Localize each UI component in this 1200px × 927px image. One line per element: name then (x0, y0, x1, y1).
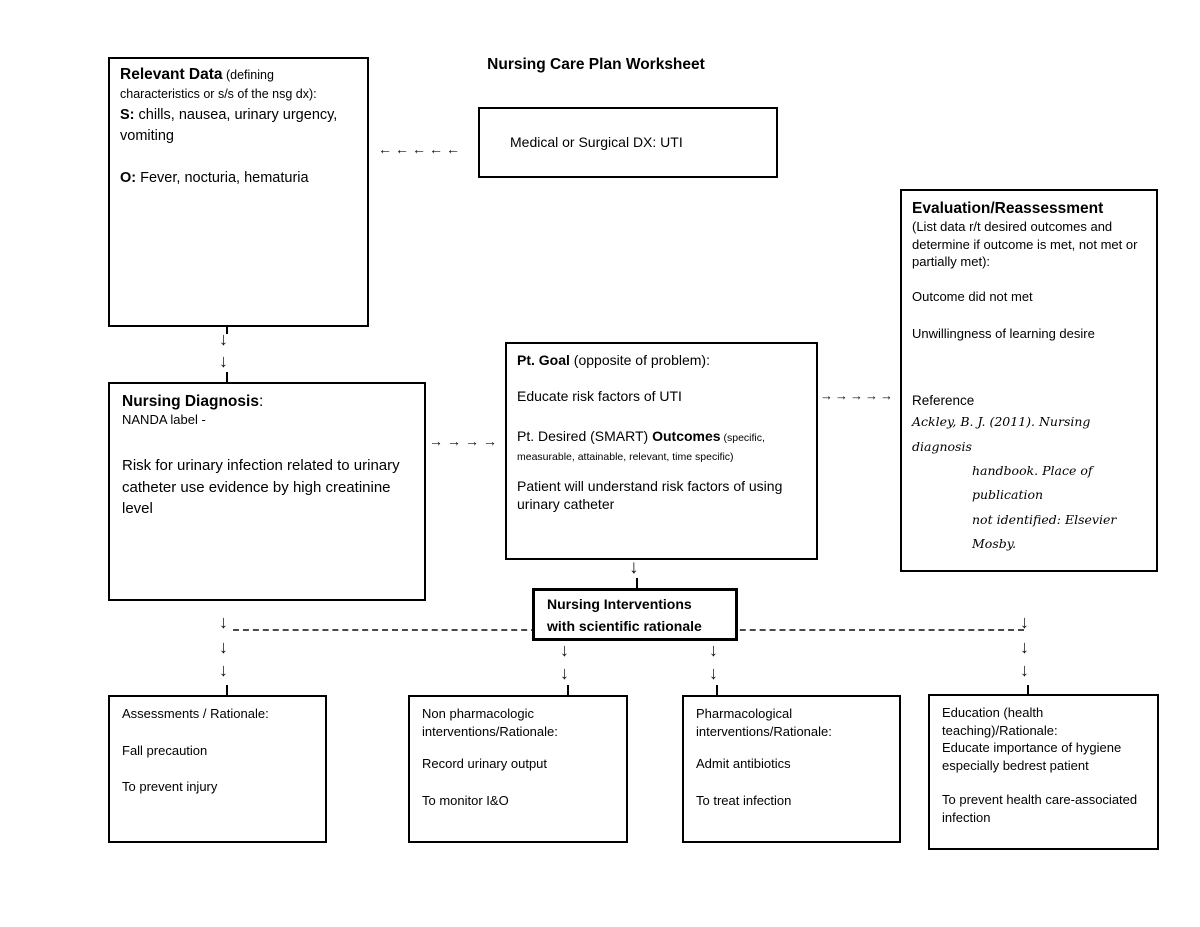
pt-outcomes-label: Outcomes (652, 428, 721, 445)
connector-tick (567, 685, 569, 695)
assessments-box: Assessments / Rationale: Fall precaution… (108, 695, 327, 843)
evaluation-heading: Evaluation/Reassessment (912, 200, 1104, 217)
assessments-heading: Assessments / Rationale: (122, 706, 269, 721)
down-arrow-icon: ↓ (219, 612, 228, 632)
relevant-data-heading: Relevant Data (defining characteristics … (120, 65, 357, 104)
evaluation-box: Evaluation/Reassessment (List data r/t d… (900, 189, 1158, 572)
down-arrow-icon: ↓ (219, 329, 228, 349)
relevant-data-objective: O: Fever, nocturia, hematuria (120, 168, 357, 189)
down-arrow-icon: ↓ (560, 663, 569, 683)
connector-tick (716, 685, 718, 695)
nursing-diagnosis-body: Risk for urinary infection related to ur… (122, 456, 400, 518)
relevant-data-subjective: S: chills, nausea, urinary urgency, vomi… (120, 105, 357, 147)
pt-goal-heading-note: (opposite of problem): (569, 352, 710, 368)
down-arrow-icon: ↓ (219, 637, 228, 657)
non-pharmacologic-box: Non pharmacologic interventions/Rational… (408, 695, 628, 843)
down-arrow-icon: ↓ (1020, 660, 1029, 680)
education-item-2: To prevent health care-associated infect… (942, 792, 1138, 825)
pharmacological-item-1: Admit antibiotics (696, 756, 791, 772)
down-arrow-icon: ↓ (709, 663, 718, 683)
education-box: Education (health teaching)/Rationale: E… (928, 694, 1159, 850)
reference-line-3: not identified: Elsevier Mosby. (972, 511, 1117, 552)
pt-goal-line: Educate risk factors of UTI (517, 388, 682, 405)
pharmacological-box: Pharmacological interventions/Rationale:… (682, 695, 901, 843)
page-title: Nursing Care Plan Worksheet (487, 56, 705, 73)
connector-tick (226, 327, 228, 334)
evaluation-unwilling-line: Unwillingness of learning desire (912, 325, 1095, 341)
pt-goal-heading-text: Pt. Goal (517, 352, 570, 368)
education-item-1: Educate importance of hygiene especially… (942, 740, 1122, 773)
pharmacological-heading: Pharmacological interventions/Rationale: (696, 706, 832, 739)
down-arrow-icon: ↓ (219, 351, 228, 371)
assessments-item-1: Fall precaution (122, 742, 208, 758)
medical-dx-box: Medical or Surgical DX: UTI (478, 107, 778, 178)
pt-outcomes-note: (specific, measurable, attainable, relev… (517, 432, 765, 464)
connector-tick (636, 578, 638, 588)
down-arrow-icon: ↓ (560, 640, 569, 660)
pt-outcome-statement: Patient will understand risk factors of … (517, 477, 783, 512)
nursing-diagnosis-heading: Nursing Diagnosis: (122, 392, 412, 411)
assessments-item-2: To prevent injury (122, 779, 218, 795)
pt-outcomes-line: Pt. Desired (SMART) Outcomes (specific, … (517, 427, 806, 464)
education-heading: Education (health teaching)/Rationale: (942, 705, 1058, 738)
nanda-label: NANDA label - (122, 412, 206, 428)
nursing-diagnosis-heading-text: Nursing Diagnosis (122, 393, 259, 410)
pt-goal-heading: Pt. Goal (opposite of problem): (517, 351, 806, 369)
down-arrow-icon: ↓ (629, 557, 639, 578)
relevant-data-box: Relevant Data (defining characteristics … (108, 57, 369, 327)
reference-line-2: handbook. Place of publication (972, 463, 1093, 503)
objective-label: O: (120, 169, 137, 186)
pt-goal-box: Pt. Goal (opposite of problem): Educate … (505, 342, 818, 560)
nursing-diagnosis-heading-colon: : (258, 393, 264, 410)
subjective-text: chills, nausea, urinary urgency, vomitin… (120, 106, 338, 144)
reference-line-1: Ackley, B. J. (2011). Nursing diagnosis (912, 414, 1091, 454)
evaluation-note: (List data r/t desired outcomes and dete… (912, 219, 1138, 270)
right-arrow-chain-goal-eval-icon: →→→→→ (820, 388, 895, 403)
objective-text: Fever, nocturia, hematuria (136, 169, 309, 186)
connector-tick (1027, 685, 1029, 694)
down-arrow-icon: ↓ (219, 660, 228, 680)
non-pharmacologic-heading: Non pharmacologic interventions/Rational… (422, 706, 558, 739)
pharmacological-item-2: To treat infection (696, 792, 792, 808)
subjective-label: S: (120, 106, 135, 123)
connector-tick (226, 685, 228, 695)
right-arrow-chain-diag-goal-icon: →→→→ (429, 433, 501, 449)
down-arrow-icon: ↓ (1020, 612, 1029, 632)
down-arrow-icon: ↓ (1020, 637, 1029, 657)
down-arrow-icon: ↓ (709, 640, 718, 660)
interventions-line-2: with scientific rationale (547, 617, 702, 634)
non-pharmacologic-item-2: To monitor I&O (422, 792, 509, 808)
pt-outcomes-prefix: Pt. Desired (SMART) (517, 428, 653, 445)
medical-dx-label: Medical or Surgical DX: UTI (510, 134, 683, 151)
interventions-line-1: Nursing Interventions (547, 596, 692, 612)
relevant-data-heading-note: (defining characteristics or s/s of the … (120, 68, 317, 102)
left-arrow-chain-icon: ←←←←← (378, 141, 463, 157)
nursing-interventions-box: Nursing Interventions with scientific ra… (532, 588, 738, 641)
connector-tick (226, 372, 228, 382)
evaluation-outcome-line: Outcome did not met (912, 289, 1033, 305)
reference-label: Reference (912, 393, 975, 409)
nursing-diagnosis-box: Nursing Diagnosis: NANDA label - Risk fo… (108, 382, 426, 601)
relevant-data-heading-text: Relevant Data (120, 66, 223, 83)
non-pharmacologic-item-1: Record urinary output (422, 756, 548, 772)
